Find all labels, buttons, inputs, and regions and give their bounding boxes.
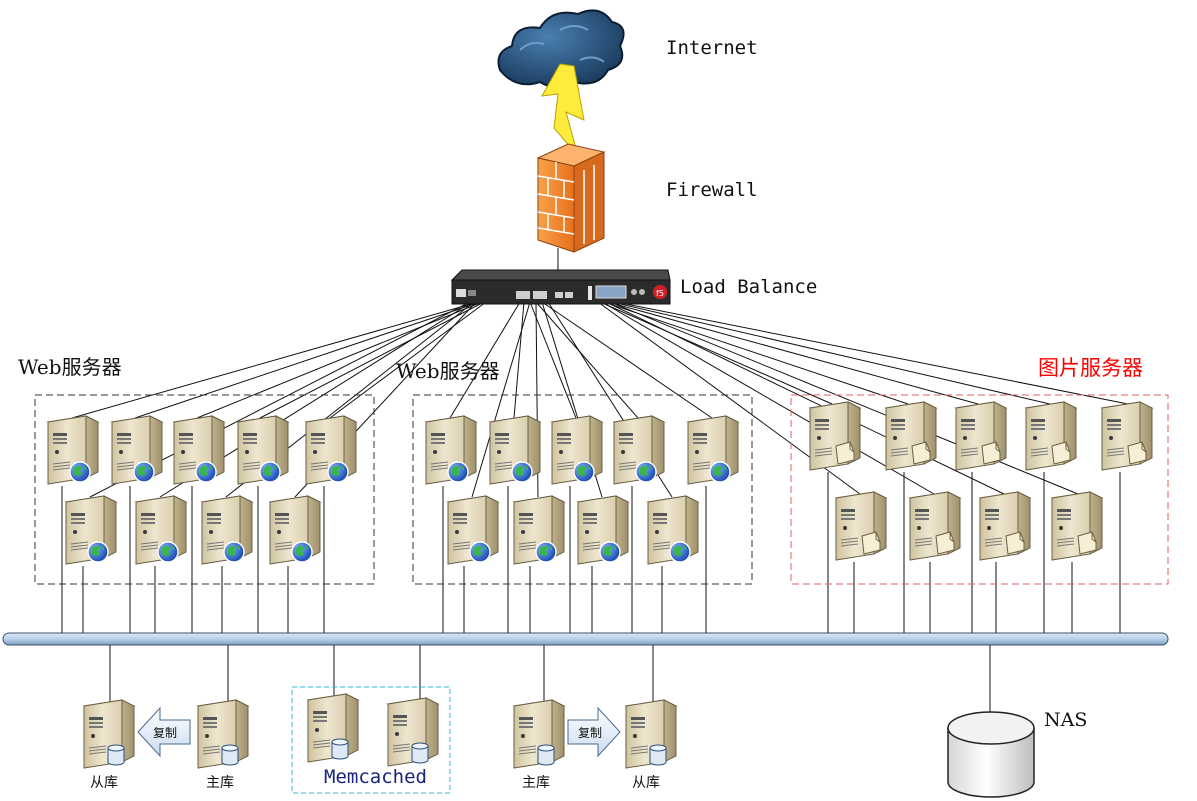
image-server-icon bbox=[910, 492, 960, 560]
replica-db-label-left: 从库 bbox=[90, 775, 118, 791]
web-server-icon bbox=[552, 416, 602, 484]
memcached-group-frame bbox=[291, 686, 451, 794]
database-server-icon bbox=[84, 700, 134, 768]
master-db-label-right: 主库 bbox=[522, 775, 550, 791]
web-server-icon bbox=[174, 416, 224, 484]
web-server-icon bbox=[648, 496, 698, 564]
svg-text:f5: f5 bbox=[656, 289, 664, 298]
image-server-icon bbox=[1052, 492, 1102, 560]
network-bus bbox=[2, 632, 1169, 646]
database-server-icon bbox=[388, 698, 438, 766]
image-server-group-frame bbox=[790, 394, 1169, 585]
web-server-icon bbox=[490, 416, 540, 484]
arrow-icon bbox=[567, 706, 621, 758]
image-server-icon bbox=[956, 402, 1006, 470]
master-db-label-left: 主库 bbox=[206, 775, 234, 791]
nas-label: NAS bbox=[1044, 709, 1087, 731]
load-balancer-icon: f5 bbox=[450, 269, 671, 305]
web-server-icon bbox=[270, 496, 320, 564]
bus-drops bbox=[61, 472, 1121, 712]
web-server-icon bbox=[306, 416, 356, 484]
copy-label-right: 复制 bbox=[578, 726, 602, 740]
web-server-icon bbox=[448, 496, 498, 564]
web-server-icon bbox=[48, 416, 98, 484]
web-server-icon bbox=[112, 416, 162, 484]
lb-uplinks bbox=[71, 301, 1129, 498]
load-balance-label: Load Balance bbox=[680, 276, 817, 298]
image-server-icon bbox=[1102, 402, 1152, 470]
web-server-icon bbox=[578, 496, 628, 564]
image-server-icon bbox=[836, 492, 886, 560]
web-server-group-2-frame bbox=[412, 394, 753, 585]
web-server-icon bbox=[426, 416, 476, 484]
firewall-icon bbox=[536, 143, 606, 253]
web-server-icon bbox=[514, 496, 564, 564]
web-server-icon bbox=[614, 416, 664, 484]
replica-db-label-right: 从库 bbox=[632, 775, 660, 791]
image-server-icon bbox=[980, 492, 1030, 560]
web-server-icon bbox=[688, 416, 738, 484]
nas-cylinder-icon bbox=[947, 711, 1035, 798]
web-server-icon bbox=[202, 496, 252, 564]
web-server-icon bbox=[136, 496, 186, 564]
web-server-group-2-label: Web服务器 bbox=[396, 359, 500, 383]
web-server-group-1-frame bbox=[34, 394, 375, 585]
database-server-icon bbox=[626, 700, 676, 768]
image-server-icon bbox=[886, 402, 936, 470]
internet-label: Internet bbox=[666, 37, 758, 59]
image-server-group-label: 图片服务器 bbox=[1038, 356, 1143, 380]
copy-label-left: 复制 bbox=[153, 726, 177, 740]
web-server-icon bbox=[66, 496, 116, 564]
memcached-label: Memcached bbox=[324, 766, 427, 788]
image-server-icon bbox=[810, 402, 860, 470]
firewall-label: Firewall bbox=[666, 179, 758, 201]
web-server-group-1-label: Web服务器 bbox=[18, 355, 122, 379]
web-server-icon bbox=[238, 416, 288, 484]
arrow-icon bbox=[137, 706, 191, 758]
database-server-icon bbox=[514, 700, 564, 768]
database-server-icon bbox=[308, 694, 358, 762]
database-server-icon bbox=[198, 700, 248, 768]
image-server-icon bbox=[1026, 402, 1076, 470]
